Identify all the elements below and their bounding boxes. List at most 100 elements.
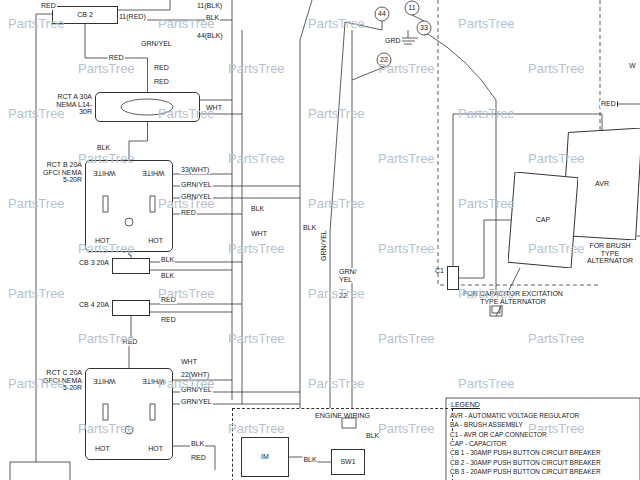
watermark: PartsTree <box>158 16 215 31</box>
wire-label: FOR BRUSH TYPE ALTERNATOR <box>582 242 638 265</box>
wire-label: RED <box>600 100 617 108</box>
wire-label: BLK <box>160 272 175 280</box>
terminal-number: 33 <box>420 24 428 32</box>
watermark: PartsTree <box>228 61 285 76</box>
watermark: PartsTree <box>528 331 585 346</box>
wire-label: RED <box>40 2 57 10</box>
watermark: PartsTree <box>458 376 515 391</box>
legend-title: LEGEND <box>450 401 481 409</box>
watermark: PartsTree <box>228 151 285 166</box>
watermark: PartsTree <box>8 106 65 121</box>
watermark: PartsTree <box>308 106 365 121</box>
watermark: PartsTree <box>158 106 215 121</box>
watermark: PartsTree <box>308 196 365 211</box>
wire-label: BLK <box>250 205 265 213</box>
legend-entry: C1 - AVR OR CAP CONNECTOR <box>450 431 547 438</box>
wire-label: GRN/YEL <box>140 40 173 48</box>
wire-connector <box>459 220 511 278</box>
circuit-breaker: CB 4 20A <box>112 300 150 316</box>
watermark: PartsTree <box>78 151 135 166</box>
legend-entry: AVR - AUTOMATIC VOLTAGE REGULATOR <box>450 412 579 419</box>
node-text: CAP <box>508 216 578 224</box>
watermark: PartsTree <box>158 286 215 301</box>
watermark: PartsTree <box>158 196 215 211</box>
wire-label: WHT <box>250 230 268 238</box>
watermark: PartsTree <box>228 241 285 256</box>
watermark: PartsTree <box>528 151 585 166</box>
node-text: HOT <box>148 237 163 245</box>
switch-box: SW1 <box>331 449 365 475</box>
legend-entry: CB 3 - 20AMP PUSH BUTTON CIRCUIT BREAKER <box>450 468 601 475</box>
watermark: PartsTree <box>458 196 515 211</box>
node-text: SW1 <box>332 458 364 466</box>
node-heading: RCT B 20A GFCI NEMA 5-20R <box>42 161 82 184</box>
node-text: ENGINE WIRING <box>233 412 452 420</box>
wire-connector <box>85 24 148 92</box>
wire-label: 33(WHT) <box>180 166 210 174</box>
terminal-circles <box>375 1 431 67</box>
wire-label: 11(BLK) <box>196 2 223 10</box>
watermark: PartsTree <box>308 286 365 301</box>
wire-label: RED <box>153 64 170 72</box>
edge-label: BLK <box>302 456 317 464</box>
node-heading: C1 <box>404 267 444 275</box>
node-text: WHITE <box>142 169 165 177</box>
wire-label: W <box>628 62 637 70</box>
watermark: PartsTree <box>78 241 135 256</box>
terminal-number: 11 <box>408 4 415 12</box>
watermark: PartsTree <box>78 61 135 76</box>
wires <box>36 0 640 470</box>
wire-label: RED <box>190 454 207 462</box>
wire-label: RED <box>153 78 170 86</box>
node-heading: CB 4 20A <box>69 301 109 309</box>
watermark: PartsTree <box>458 16 515 31</box>
watermark: PartsTree <box>378 421 435 436</box>
terminal-number: 44 <box>378 10 386 18</box>
watermark: PartsTree <box>78 421 135 436</box>
node-text: WHITE <box>93 169 116 177</box>
node-text: WHITE <box>93 377 116 385</box>
wire-label: GRN/YEL <box>180 181 213 189</box>
edge-label: RED <box>108 54 125 62</box>
wire-label: BLK <box>96 144 111 152</box>
wire-label: GRN/YEL <box>180 398 213 406</box>
watermark: PartsTree <box>378 61 435 76</box>
wire-label: GRN/YEL <box>320 229 328 262</box>
circuit-breaker: CB 3 20A <box>112 258 150 274</box>
wire-label: BLK <box>302 224 317 232</box>
node-text: IM <box>242 453 288 461</box>
legend-entry: CAP - CAPACITOR <box>450 440 506 447</box>
wire-label: 11(RED) <box>118 13 147 21</box>
watermark: PartsTree <box>528 61 585 76</box>
legend-entry: CB 1 - 30AMP PUSH BUTTON CIRCUIT BREAKER <box>450 449 601 456</box>
watermark: PartsTree <box>308 16 365 31</box>
wire-label: WHT <box>180 358 198 366</box>
watermark: PartsTree <box>458 106 515 121</box>
wire-label: RED <box>160 316 177 324</box>
watermark: PartsTree <box>458 286 515 301</box>
wire-label: 44(BLK) <box>196 32 224 40</box>
watermark: PartsTree <box>378 331 435 346</box>
symbols <box>10 99 640 480</box>
wire-label: BLK <box>160 256 175 264</box>
connector: C1 <box>447 266 459 290</box>
wire-label: BLK <box>190 440 205 448</box>
motor-box: IM <box>241 437 289 477</box>
watermark: PartsTree <box>78 331 135 346</box>
watermark: PartsTree <box>378 151 435 166</box>
node-text: HOT <box>148 445 163 453</box>
watermark: PartsTree <box>528 241 585 256</box>
engine-wiring-box: ENGINE WIRING IM SW1 <box>232 408 453 480</box>
watermark: PartsTree <box>228 421 285 436</box>
watermark: PartsTree <box>8 376 65 391</box>
legend-entry: CB 2 - 30AMP PUSH BUTTON CIRCUIT BREAKER <box>450 459 601 466</box>
node-heading: CB 3 20A <box>69 259 109 267</box>
watermark: PartsTree <box>158 376 215 391</box>
wire-label: GRN/ YEL <box>338 268 360 283</box>
wire-label: BLK <box>365 432 380 440</box>
watermark: PartsTree <box>8 196 65 211</box>
watermark: PartsTree <box>308 376 365 391</box>
watermark: PartsTree <box>8 286 65 301</box>
legend-entry: BA - BRUSH ASSEMBLY <box>450 421 523 428</box>
